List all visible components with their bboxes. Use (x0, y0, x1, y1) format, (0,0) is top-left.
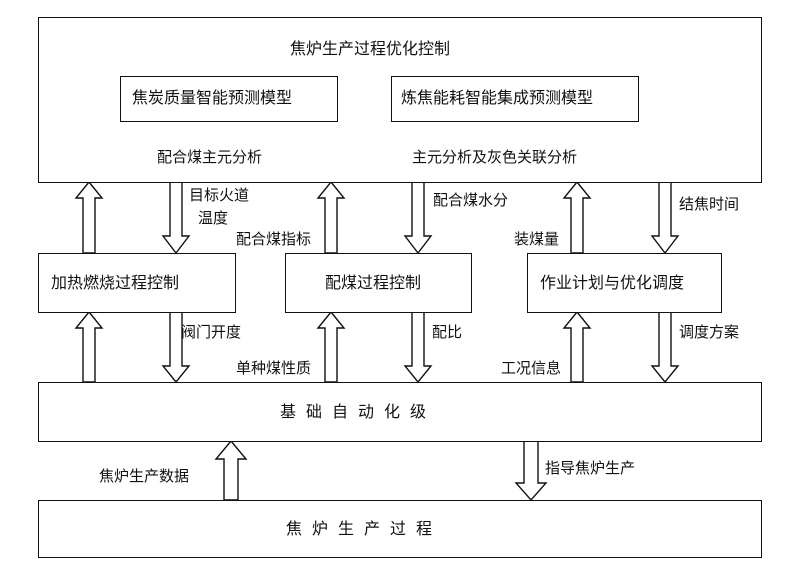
arrow-up-scheduling-to-top (562, 180, 592, 254)
label-ratio: 配比 (432, 323, 463, 341)
arrow-down-heating-to-base (161, 311, 191, 384)
arrow-up-heating-to-top (74, 180, 104, 254)
arrow-down-top-to-scheduling (650, 181, 680, 255)
arrow-up-base-to-heating (74, 310, 104, 383)
energy-model-box (391, 76, 639, 122)
arrow-up-base-to-blending (316, 310, 346, 383)
label-coal-charge: 装煤量 (514, 230, 560, 248)
blend-pca-label: 配合煤主元分析 (157, 148, 263, 166)
arrow-up-blending-to-top (316, 180, 346, 254)
scheduling-box (527, 253, 722, 313)
coke-quality-model-box (120, 76, 338, 122)
label-valve-opening: 阀门开度 (181, 323, 242, 341)
label-single-coal-quality: 单种煤性质 (236, 359, 312, 377)
label-blend-moisture: 配合煤水分 (433, 191, 509, 209)
arrow-down-blending-to-base (403, 311, 433, 384)
arrow-down-base-to-process (514, 440, 548, 502)
coke-oven-process-box (38, 500, 762, 558)
optimization-control-title: 焦炉生产过程优化控制 (290, 39, 451, 58)
arrow-up-base-to-scheduling (562, 310, 592, 383)
arrow-up-process-to-base (214, 439, 248, 501)
label-guide-production: 指导焦炉生产 (545, 459, 636, 477)
label-target-flue-temp-1: 目标火道 (189, 186, 250, 204)
base-automation-box (38, 382, 762, 442)
label-coking-time: 结焦时间 (679, 195, 740, 213)
coke-quality-model-label: 焦炭质量智能预测模型 (132, 88, 293, 107)
energy-model-label: 炼焦能耗智能集成预测模型 (401, 88, 594, 107)
heating-control-label: 加热燃烧过程控制 (51, 273, 180, 292)
label-blend-index: 配合煤指标 (236, 230, 312, 248)
label-target-flue-temp-2: 温度 (198, 209, 229, 227)
base-automation-label: 基础自动化级 (280, 402, 437, 421)
pca-grey-relation-label: 主元分析及灰色关联分析 (412, 148, 578, 166)
label-condition-info: 工况信息 (501, 359, 562, 377)
arrow-down-scheduling-to-base (650, 311, 680, 384)
blending-control-label: 配煤过程控制 (325, 273, 422, 292)
blending-control-box (285, 253, 472, 313)
label-dispatch-plan: 调度方案 (679, 323, 740, 341)
arrow-down-top-to-heating (161, 181, 191, 255)
label-production-data: 焦炉生产数据 (99, 467, 190, 485)
arrow-down-top-to-blending (403, 181, 433, 255)
coke-oven-process-label: 焦炉生产过程 (286, 519, 443, 538)
heating-control-box (38, 253, 236, 313)
scheduling-label: 作业计划与优化调度 (540, 273, 685, 292)
